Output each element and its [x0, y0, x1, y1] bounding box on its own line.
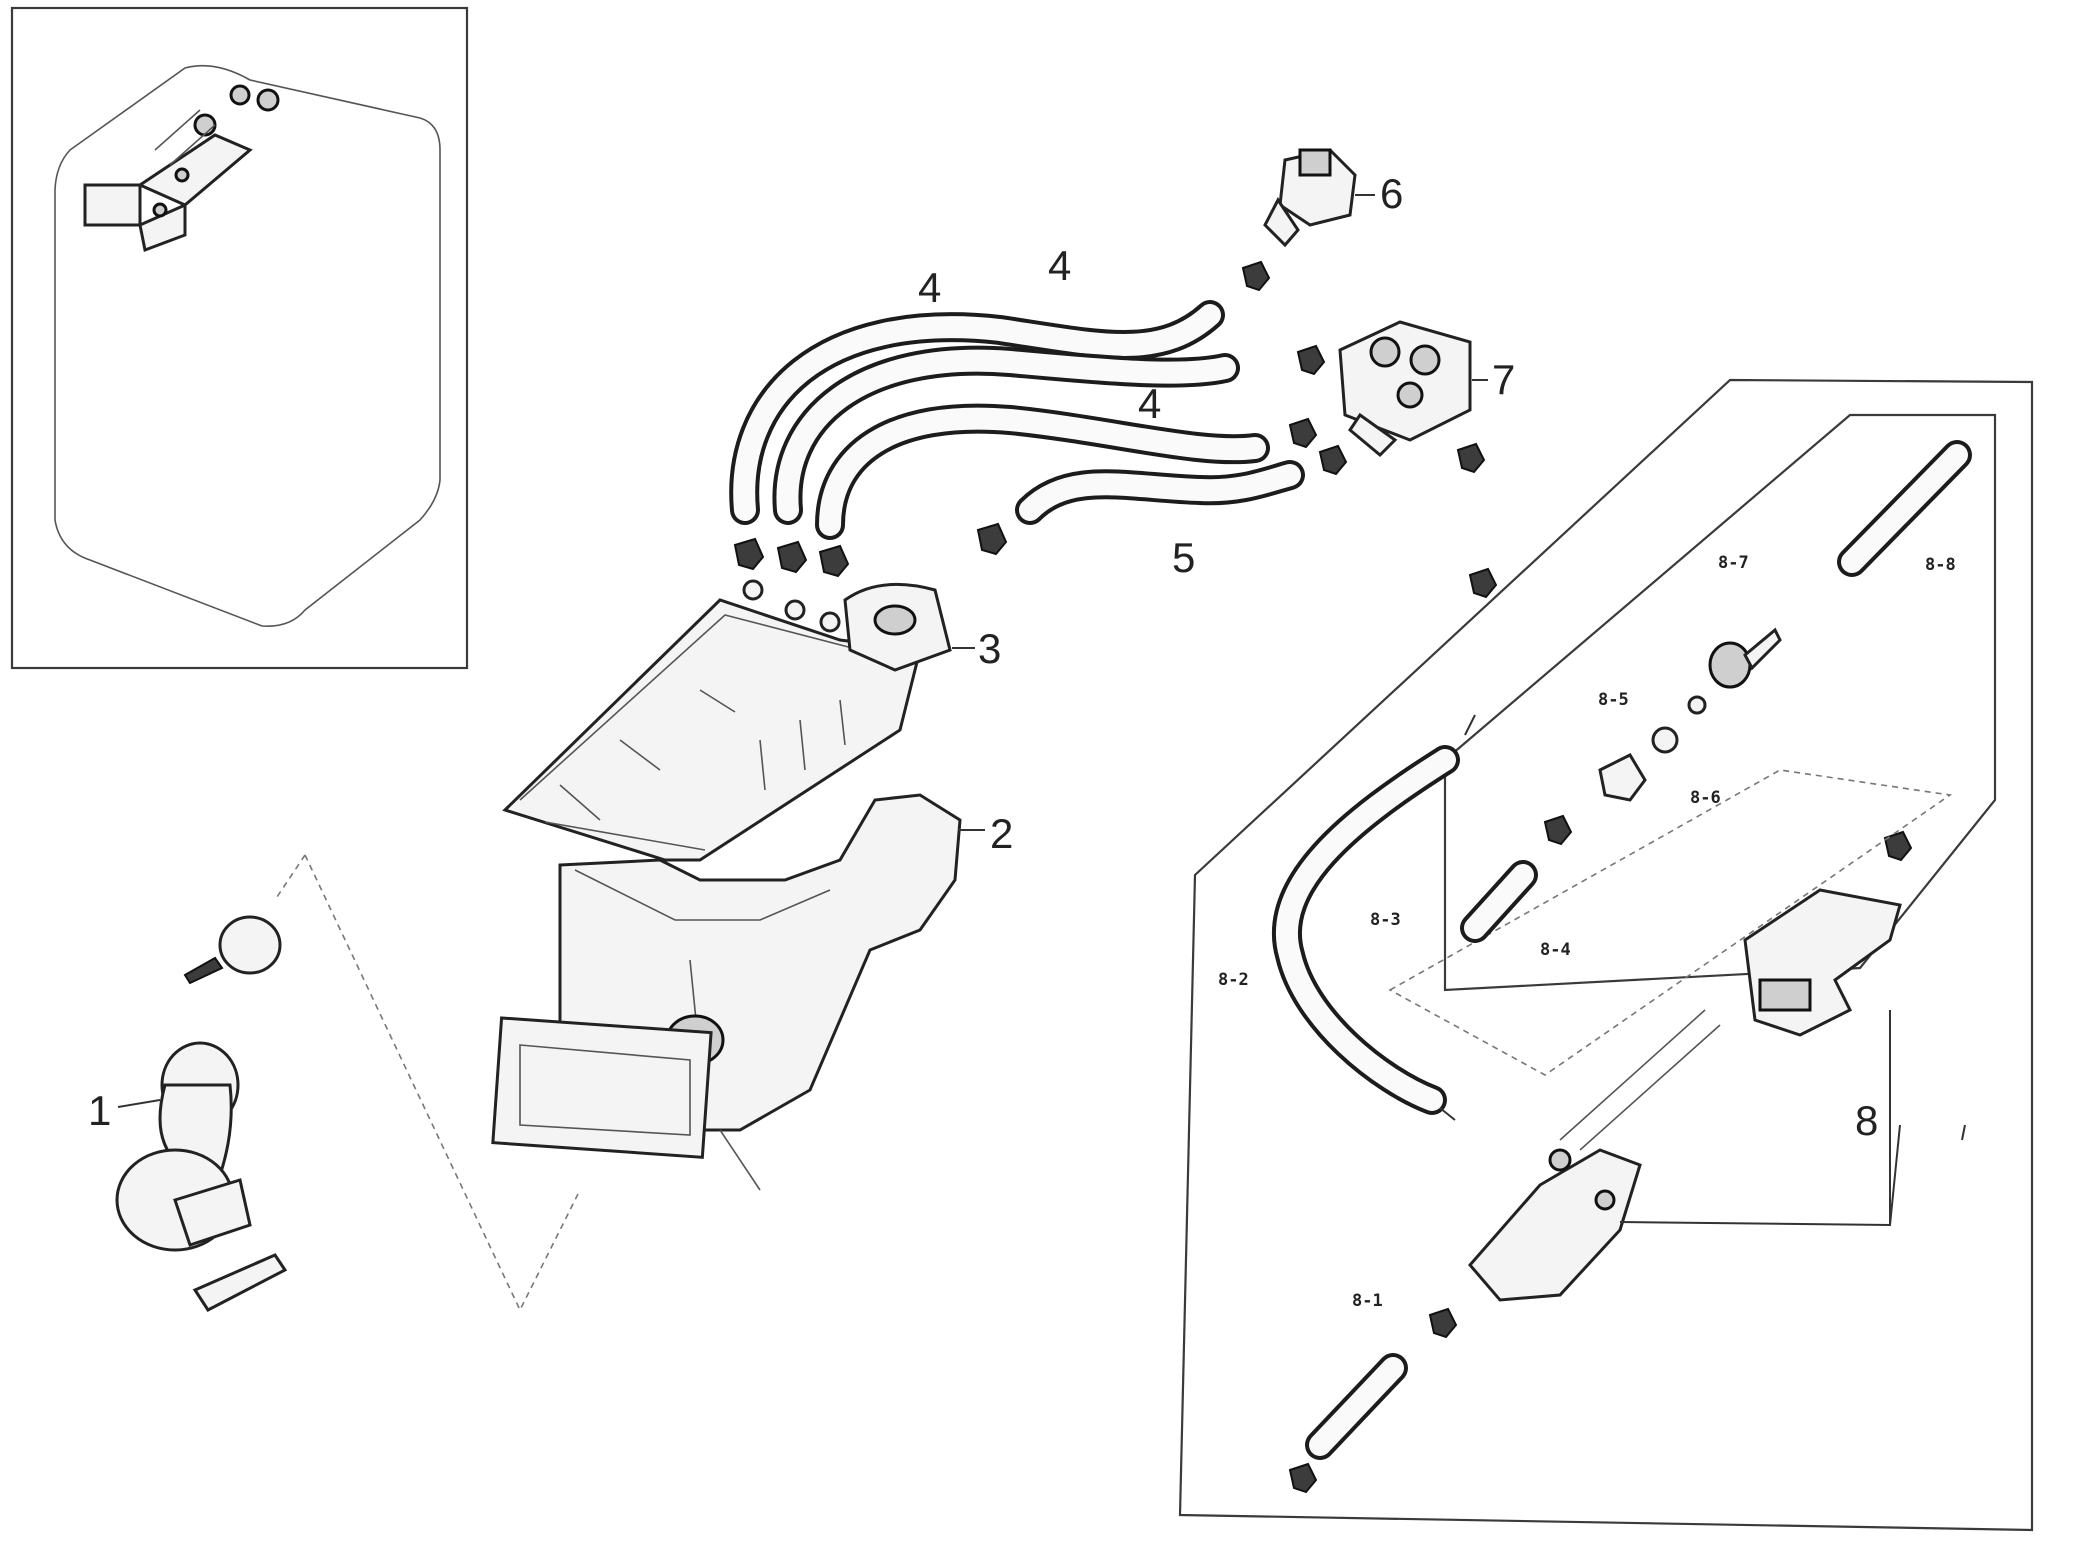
callout-6: 6: [1380, 170, 1403, 217]
hose-clamps: [733, 260, 1913, 1494]
locator-inset-frame: [10, 6, 469, 670]
part-8-inset-frame: [1178, 378, 2034, 1532]
part-2-drawer-housing: [491, 793, 985, 1191]
part-8-7-fitting: [1708, 627, 1782, 689]
hoses-group: [729, 300, 1305, 540]
callout-8-2: 8-2: [1218, 970, 1249, 990]
callout-8: 8: [1855, 1097, 1878, 1144]
callout-3: 3: [978, 625, 1001, 672]
part-8-2-hose: [1271, 745, 1460, 1115]
part-8-1-hose: [1305, 1353, 1408, 1460]
callout-5: 5: [1172, 534, 1195, 581]
callout-4a: 4: [918, 264, 941, 311]
part-7-water-valve: [1338, 320, 1488, 458]
callout-8-4: 8-4: [1540, 940, 1571, 960]
callout-2: 2: [990, 810, 1013, 857]
part-1-location-leader: [274, 854, 581, 1312]
locator-inset: [10, 6, 469, 670]
callout-7: 7: [1492, 356, 1515, 403]
part-8-4-hose: [1460, 860, 1538, 943]
callout-8-7: 8-7: [1718, 553, 1749, 573]
callout-8-8: 8-8: [1925, 555, 1956, 575]
part-6-water-valve: [1263, 148, 1375, 248]
part-8-6-washer: [1651, 726, 1679, 754]
washer-cabinet-outline: [54, 64, 441, 627]
dispenser-assembly-thumbnail: [83, 84, 280, 253]
part-1-duct-assembly: [115, 915, 288, 1312]
part-8-bracket: [1743, 888, 1902, 1037]
callout-8-3: 8-3: [1370, 910, 1401, 930]
callout-8-6: 8-6: [1690, 788, 1721, 808]
part-8-5-nozzle: [1598, 753, 1647, 802]
callout-4b: 4: [1048, 242, 1071, 289]
part-8-pump-body: [1468, 1009, 1721, 1302]
callout-1: 1: [88, 1087, 111, 1134]
callout-8-1: 8-1: [1352, 1291, 1383, 1311]
part-8-inset: [1178, 378, 2034, 1532]
part-8-8-hose: [1837, 440, 1972, 577]
callout-4c: 4: [1138, 380, 1161, 427]
part-3-dispenser-housing: [502, 582, 975, 862]
callout-8-5: 8-5: [1598, 690, 1629, 710]
part-8-assembly-dashed-outline: [1388, 769, 1953, 1076]
part-8-sub-frame: [1443, 413, 1997, 992]
